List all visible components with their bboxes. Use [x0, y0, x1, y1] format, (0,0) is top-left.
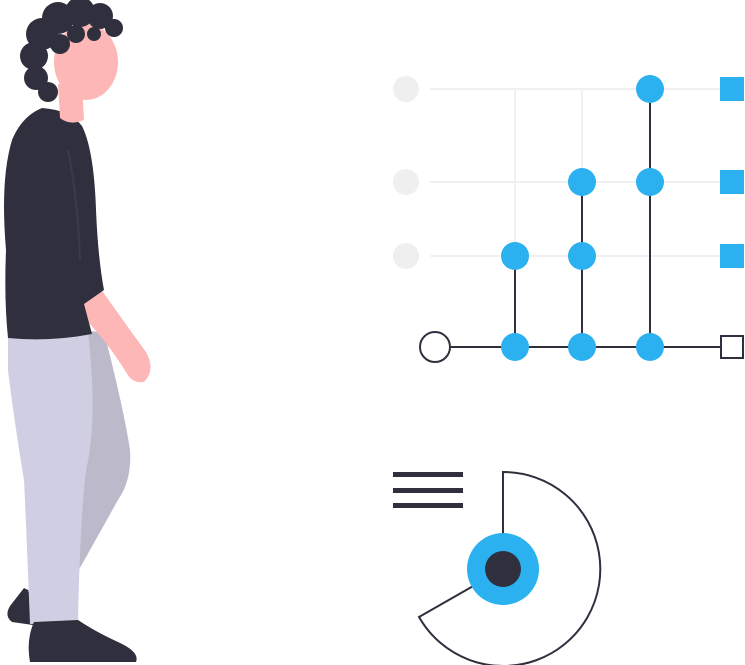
hamburger-menu-icon: [393, 472, 463, 508]
output-square-2: [720, 170, 744, 194]
input-dot-2: [393, 169, 419, 195]
shirt: [4, 108, 104, 340]
menu-bar-2: [393, 488, 463, 493]
output-square-3: [720, 244, 744, 268]
input-dot-1: [393, 76, 419, 102]
gate-node: [636, 75, 664, 103]
gate-node: [568, 242, 596, 270]
sleeve-fold: [67, 149, 81, 261]
input-control-ring: [419, 331, 451, 363]
ear: [60, 56, 72, 68]
front-leg: [8, 332, 93, 624]
person-standing-icon: [4, 0, 151, 662]
gate-node: [568, 168, 596, 196]
curly-hair: [20, 0, 123, 102]
gate-node: [636, 333, 664, 361]
output-square-1: [720, 77, 744, 101]
back-hand: [84, 288, 151, 383]
gate-node: [636, 168, 664, 196]
front-shoe: [28, 620, 137, 662]
menu-bar-1: [393, 472, 463, 477]
input-dot-3: [393, 243, 419, 269]
partial-gauge-icon: [417, 470, 602, 665]
gate-node: [568, 333, 596, 361]
menu-bar-3: [393, 503, 463, 508]
gate-node: [501, 242, 529, 270]
head: [54, 24, 118, 100]
quantum-circuit-icon: [393, 75, 744, 363]
gate-node: [501, 333, 529, 361]
output-square-control: [720, 335, 744, 359]
gauge-center: [485, 551, 521, 587]
